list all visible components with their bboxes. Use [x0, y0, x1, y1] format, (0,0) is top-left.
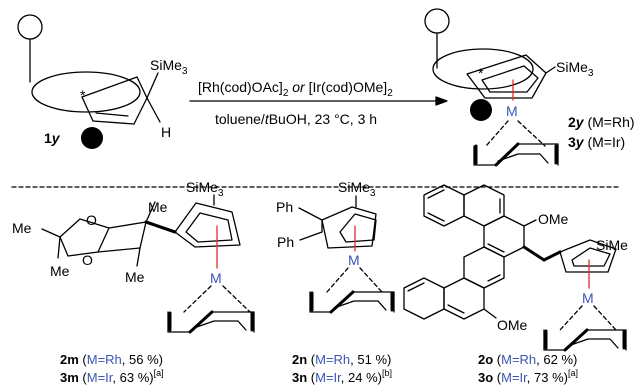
- m-methyl-mid: Me: [125, 269, 145, 285]
- o-caption-ir: 3o (M=Ir, 73 %)[a]: [478, 368, 578, 385]
- n-phenyl-2: Ph: [277, 234, 294, 250]
- start-substituent: SiMe3: [150, 57, 188, 77]
- m-metal: M: [210, 270, 222, 286]
- product-label-ir: 3y (M=Ir): [568, 134, 625, 150]
- m-methyl-bottom: Me: [50, 263, 70, 279]
- reaction-arrow: [189, 96, 448, 106]
- product-label-rh: 2y (M=Rh): [568, 114, 634, 130]
- example-m-structure: [41, 194, 255, 334]
- hydrogen-label: H: [161, 124, 171, 140]
- o-substituent: SiMe: [596, 237, 628, 253]
- catalyst-conditions: [Rh(cod)OAc]2 or [Ir(cod)OMe]2: [198, 79, 393, 99]
- o-methoxy-1: OMe: [538, 211, 569, 227]
- n-caption-rh: 2n (M=Rh, 51 %): [292, 352, 391, 367]
- starting-material-structure: [17, 14, 161, 125]
- o-methoxy-2: OMe: [497, 317, 528, 333]
- product-binding-site-dot: [470, 99, 492, 121]
- m-caption-rh: 2m (M=Rh, 56 %): [60, 352, 163, 367]
- m-methyl-top: Me: [148, 199, 168, 215]
- metal-binding-site-dot: [81, 127, 103, 149]
- m-methyl-left: Me: [12, 220, 32, 236]
- start-compound-label: 1y: [44, 130, 61, 146]
- n-caption-ir: 3n (M=Ir, 24 %)[b]: [292, 368, 392, 385]
- example-o-structure: [403, 184, 627, 352]
- product-substituent: SiMe3: [556, 59, 594, 79]
- m-oxygen-2: O: [82, 252, 93, 268]
- o-caption-rh: 2o (M=Rh, 62 %): [478, 352, 577, 367]
- o-metal: M: [582, 290, 594, 306]
- example-n-structure: [298, 195, 395, 314]
- product-structure: [424, 8, 559, 167]
- m-substituent: SiMe3: [186, 179, 224, 199]
- m-caption-ir: 3m (M=Ir, 63 %)[a]: [60, 368, 164, 385]
- m-oxygen-1: O: [86, 212, 97, 228]
- n-metal: M: [348, 252, 360, 268]
- stereo-star: *: [80, 87, 86, 103]
- product-stereo-star: *: [478, 65, 484, 81]
- product-metal: M: [506, 103, 518, 119]
- n-phenyl-1: Ph: [276, 199, 293, 215]
- n-substituent: SiMe3: [338, 179, 376, 199]
- solvent-conditions: toluene/tBuOH, 23 °C, 3 h: [215, 111, 377, 127]
